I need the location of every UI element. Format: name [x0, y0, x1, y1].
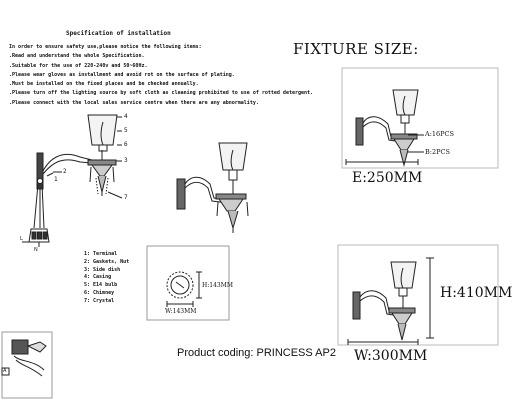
base-height-label: H:143MM	[202, 282, 233, 289]
callout-number: 2	[63, 168, 67, 175]
wiring-inset-drawing	[1, 331, 53, 399]
parts-legend: 1: Terminal 2: Gaskets, Nut 3: Side dish…	[84, 251, 129, 306]
legend-item: 4: Casing	[84, 274, 112, 281]
legend-item: 5: E14 bulb	[84, 282, 118, 289]
spec-title: Specification of installation	[66, 30, 171, 37]
legend-item: 2: Gaskets, Nut	[84, 258, 130, 265]
wiring-inset-label: A	[3, 368, 7, 374]
extension-label: E:250MM	[352, 170, 423, 186]
height-label: H:410MM	[440, 285, 512, 301]
legend-item: 7: Crystal	[84, 297, 115, 304]
product-coding: Product coding: PRINCESS AP2	[177, 347, 336, 359]
exploded-sconce-drawing: L N	[20, 114, 123, 253]
callout-number: 1	[54, 176, 58, 183]
callout-number: 4	[124, 113, 128, 120]
spec-line: .Please connect with the local sales ser…	[9, 99, 259, 106]
spec-line: .Read and understand the whole Specifica…	[9, 53, 145, 60]
spec-line: .Suitable for the use of 220-240v and 50…	[9, 62, 148, 69]
fixture-parts-drawing	[341, 67, 499, 169]
fixture-size-title: FIXTURE SIZE:	[293, 40, 419, 58]
base-width-label: W:143MM	[165, 308, 197, 315]
spec-line: .Please turn off the lighting source by …	[9, 90, 314, 97]
spec-line: .Must be installed on the fixed places a…	[9, 81, 199, 88]
spec-line: In order to ensure safety use,please not…	[9, 44, 202, 50]
full-fixture-drawing	[337, 244, 499, 346]
part-b-label: B:2PCS	[425, 148, 450, 156]
callout-number: 6	[124, 141, 128, 148]
spec-line: .Please wear gloves as installment and a…	[9, 71, 235, 78]
spec-list: In order to ensure safety use,please not…	[9, 43, 313, 108]
center-sconce-drawing	[176, 142, 249, 233]
legend-item: 3: Side dish	[84, 266, 121, 273]
svg-text:N: N	[34, 247, 38, 253]
callout-number: 5	[124, 127, 128, 134]
base-plate-drawing	[146, 245, 230, 321]
width-label: W:300MM	[354, 348, 428, 364]
callout-number: 3	[124, 157, 128, 164]
legend-item: 6: Chimney	[84, 289, 115, 296]
drawings-canvas: L N	[1, 67, 499, 399]
callout-number: 7	[124, 194, 128, 201]
part-a-label: A:16PCS	[425, 130, 454, 138]
svg-text:L: L	[20, 236, 23, 242]
legend-item: 1: Terminal	[84, 251, 118, 257]
